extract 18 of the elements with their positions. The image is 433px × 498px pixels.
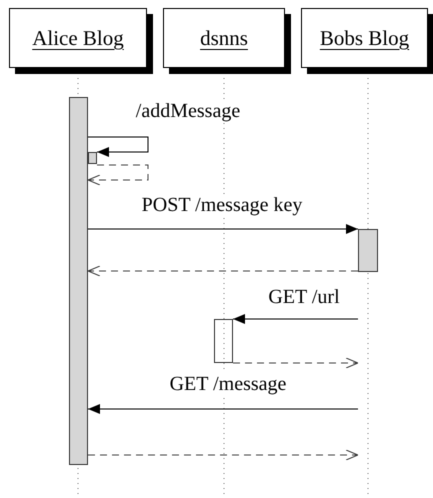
return-arrow	[88, 164, 148, 186]
participant-name: dsnns	[200, 26, 248, 50]
activation-bar	[88, 152, 97, 164]
message-arrow	[88, 136, 148, 157]
activation-bar	[214, 319, 233, 363]
message-arrow	[88, 404, 358, 414]
message-arrow	[88, 224, 358, 234]
participant-name: Alice Blog	[32, 26, 124, 50]
message-label: POST /message key	[140, 194, 304, 216]
participant-name: Bobs Blog	[320, 26, 410, 50]
message-arrow	[232, 314, 358, 324]
activation-bar	[358, 229, 378, 272]
return-arrow	[232, 358, 358, 368]
return-arrow	[88, 450, 358, 460]
activation-bar	[69, 97, 88, 465]
message-label: /addMessage	[134, 100, 242, 122]
message-label: GET /message	[168, 373, 288, 395]
return-arrow	[88, 266, 358, 276]
